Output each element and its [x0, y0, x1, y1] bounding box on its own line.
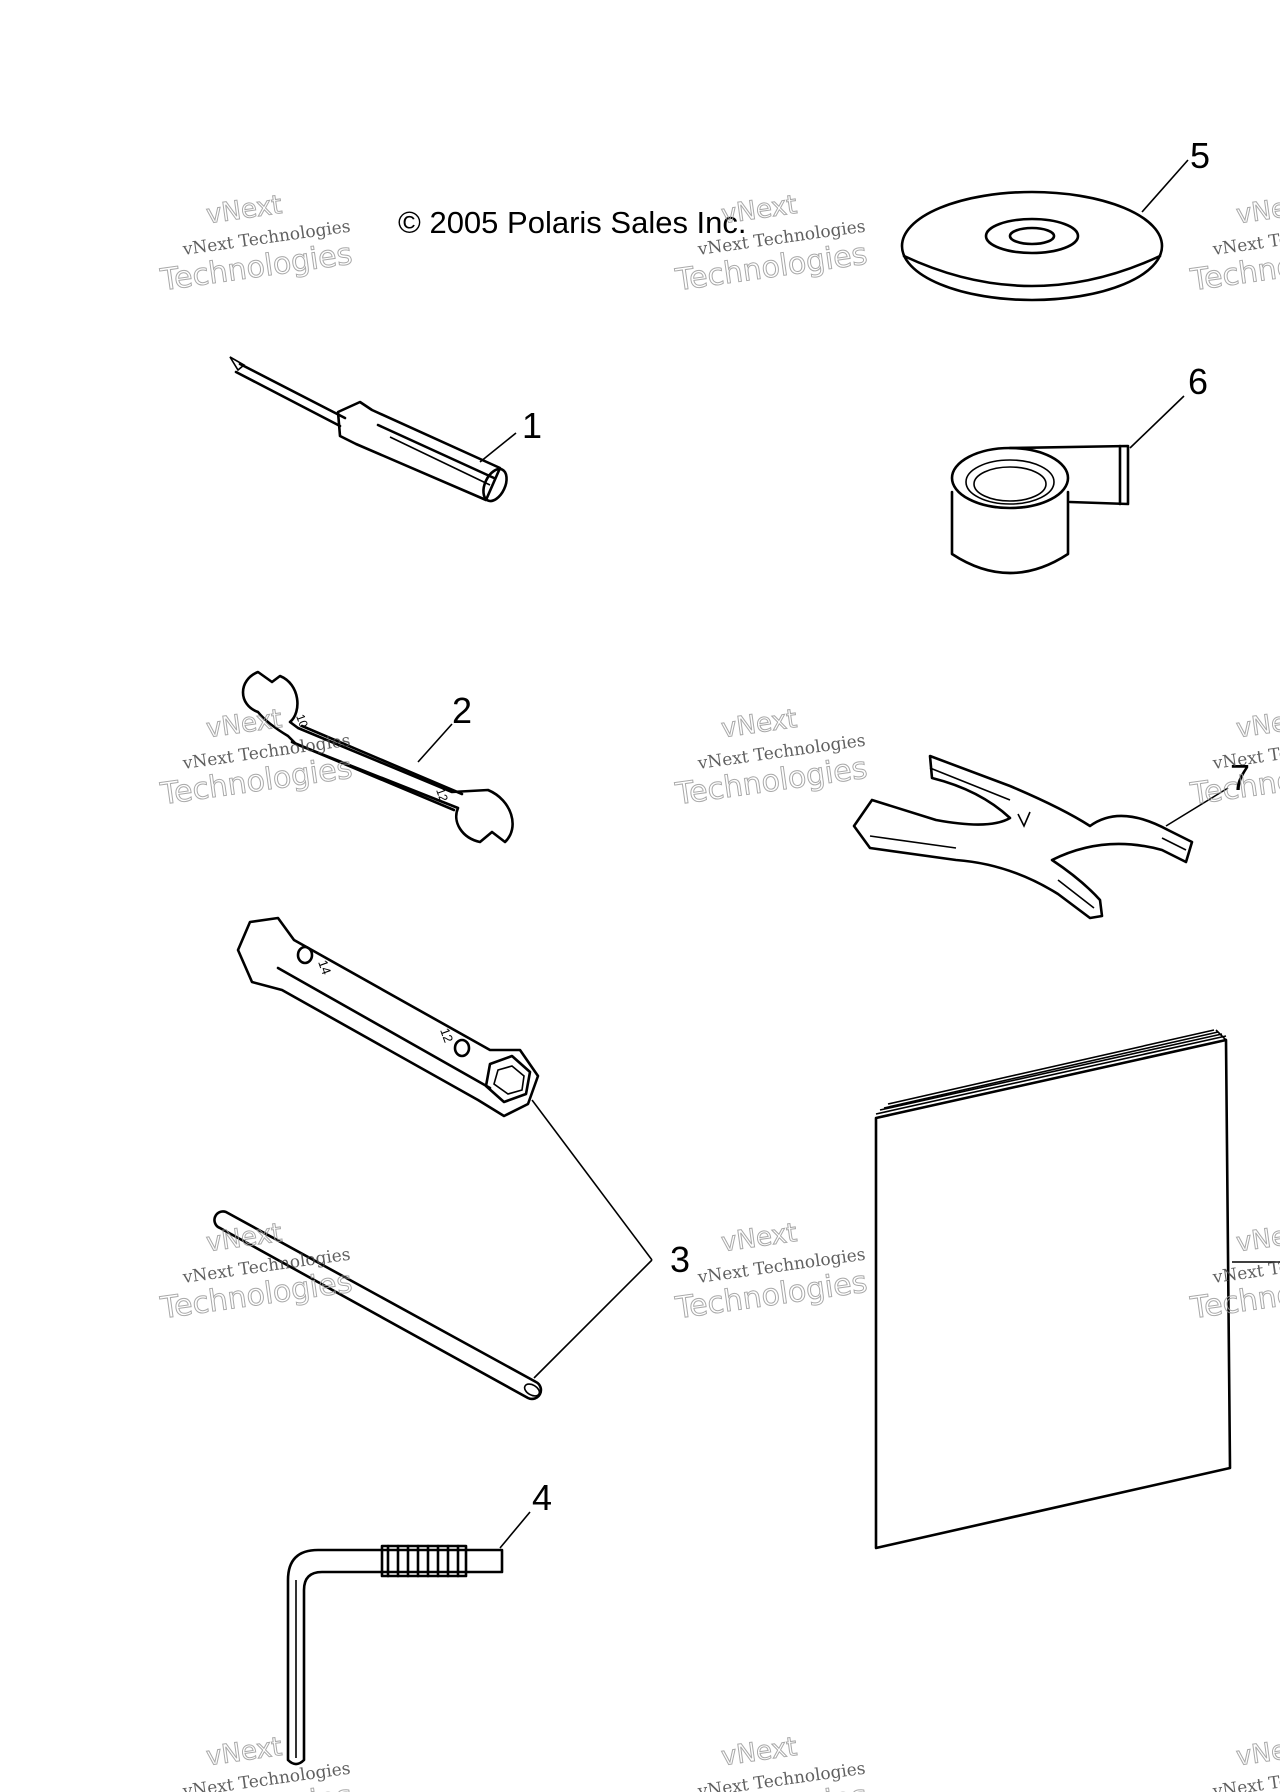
svg-text:vNext: vNext [719, 704, 798, 744]
watermark: vNext vNext Technologies Technologies [157, 704, 355, 813]
disc-part [900, 190, 1164, 302]
callout-7: 7 [1230, 757, 1250, 798]
strap-part [950, 444, 1130, 575]
leader-line-3a [531, 1099, 653, 1261]
svg-text:vNext: vNext [204, 190, 283, 230]
leader-line-4 [499, 1511, 531, 1549]
callout-5: 5 [1190, 135, 1210, 176]
svg-text:vNext: vNext [719, 1218, 798, 1258]
hex-key-thread [386, 1544, 460, 1578]
wrench-mark-small: 10 [293, 712, 311, 730]
watermark: vNext vNext Technologies Technologies [157, 1218, 355, 1327]
svg-text:vNext: vNext [1234, 1732, 1280, 1772]
leader-line-3b [533, 1259, 653, 1379]
svg-text:vNext: vNext [1234, 190, 1280, 230]
callout-2: 2 [452, 690, 472, 731]
tommy-bar-part [213, 1210, 543, 1401]
svg-text:vNext: vNext [1234, 1218, 1280, 1258]
svg-text:vNext: vNext [1234, 704, 1280, 744]
watermark: vNext vNext Technologies Technologies [1187, 704, 1280, 813]
watermark: vNext vNext Technologies Technologies [672, 190, 870, 299]
watermark: vNext vNext Technologies Technologies [1187, 190, 1280, 299]
watermark: vNext vNext Technologies Technologies [1187, 1732, 1280, 1792]
hex-key-part [286, 1544, 504, 1766]
watermark: vNext vNext Technologies Technologies [672, 1218, 870, 1327]
tube-wrench-part [236, 916, 540, 1118]
svg-text:vNext: vNext [204, 704, 283, 744]
leader-line-2 [417, 723, 453, 763]
wrench-mark-large: 12 [433, 786, 451, 804]
callout-6: 6 [1188, 361, 1208, 402]
manual-booklet-part [874, 1029, 1280, 1550]
watermark: vNext vNext Technologies Technologies [1187, 1218, 1280, 1327]
callout-1: 1 [522, 405, 542, 446]
watermark: vNext vNext Technologies Technologies [157, 190, 355, 299]
spanner-part [852, 754, 1194, 920]
callout-3: 3 [670, 1239, 690, 1280]
watermark: vNext vNext Technologies Technologies [157, 1732, 355, 1792]
tube-wrench-mark-14: 14 [315, 958, 334, 977]
leader-line-5 [1141, 159, 1189, 213]
leader-line-1 [479, 432, 517, 463]
open-end-wrench-part [241, 670, 514, 844]
screwdriver-part [229, 356, 508, 503]
copyright-notice: © 2005 Polaris Sales Inc. [398, 205, 747, 240]
svg-text:vNext: vNext [719, 190, 798, 230]
callout-4: 4 [532, 1477, 552, 1518]
tube-wrench-mark-12: 12 [437, 1026, 456, 1045]
leader-line-6 [1129, 395, 1185, 449]
watermark: vNext vNext Technologies Technologies [672, 704, 870, 813]
svg-text:vNext: vNext [204, 1732, 283, 1772]
leader-line-7 [1165, 787, 1229, 827]
svg-text:vNext: vNext [719, 1732, 798, 1772]
watermark: vNext vNext Technologies Technologies [672, 1732, 870, 1792]
